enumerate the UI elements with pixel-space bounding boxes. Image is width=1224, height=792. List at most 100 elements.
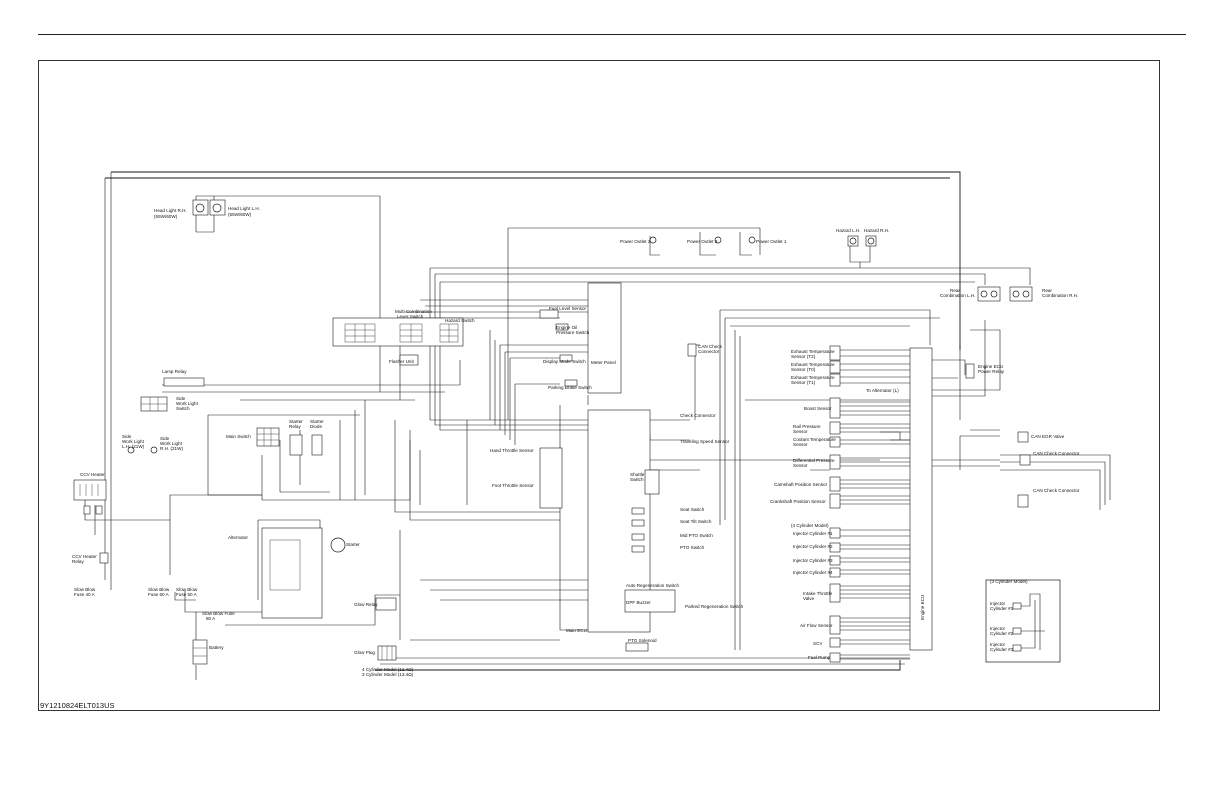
label-meter-panel: Meter Panel xyxy=(591,360,616,365)
label-traveling-speed-sensor: Traveling Speed Sensor xyxy=(680,439,730,444)
label-power-outlet-1: Power Outlet 1 xyxy=(756,239,787,244)
label-four-cylinder-model: (4 Cylinder Model) xyxy=(791,523,829,528)
label-shuttle-switch-2: Switch xyxy=(630,477,644,482)
label-can-egr-valve: CAN EGR Valve xyxy=(1031,434,1065,439)
label-can-check-connector-a: CAN Check Connector xyxy=(1033,451,1080,456)
component-main-ecu xyxy=(539,409,676,652)
label-glow-relay: Glow Relay xyxy=(354,602,378,607)
label-main-ecu: Main ECU xyxy=(566,628,587,633)
label-pto-switch: PTO Switch xyxy=(680,545,705,550)
label-rear-combination-rh-2: Combination R.H. xyxy=(1042,293,1078,298)
label-ccv-heater: CCV Heater xyxy=(80,472,105,477)
label-rear-combination-lh-2: Combination L.H. xyxy=(940,293,976,298)
label-side-work-switch-1: Side xyxy=(176,396,186,401)
label-glow-plug-note-1: 4 Cylinder Model (12.4Ω) xyxy=(362,667,414,672)
label-lamp-relay: Lamp Relay xyxy=(162,369,187,374)
label-intake-throttle-1: Intake Throttle xyxy=(803,591,833,596)
label-inset-injector-2-1: Injector xyxy=(990,626,1006,631)
label-rear-combination-lh-1: Rear xyxy=(950,288,960,293)
label-engine-oil-2: Pressure Switch xyxy=(556,330,590,335)
label-alternator: Alternator xyxy=(228,535,248,540)
label-hazard-rh: Hazard R.H. xyxy=(864,228,889,233)
component-head-lights xyxy=(192,199,226,216)
label-battery: Battery xyxy=(209,645,224,650)
label-parked-regeneration-switch: Parked Regeneration Switch xyxy=(685,604,744,609)
label-can-check-connector-b: CAN Check Connector xyxy=(1033,488,1080,493)
label-fuel-level-sensor: Fuel Level Sensor xyxy=(549,306,586,311)
label-dpf-buzzer: DPF Buzzer xyxy=(626,600,651,605)
label-boost-sensor: Boost Sensor xyxy=(804,406,832,411)
label-shuttle-switch-1: Shuttle xyxy=(630,472,645,477)
label-exhaust-t0-1: Exhaust Temperature xyxy=(791,362,835,367)
label-coolant-temp-1: Coolant Temperature xyxy=(793,437,836,442)
label-inset-injector-3-1: Injector xyxy=(990,642,1006,647)
label-inset-injector-2-2: Cylinder #2 xyxy=(990,631,1014,636)
label-rail-pressure-2: Sensor xyxy=(793,429,808,434)
component-meter-panel xyxy=(539,282,622,394)
label-injector-3: Injector Cylinder #3 xyxy=(793,558,833,563)
label-check-connector: Check Connector xyxy=(680,413,716,418)
label-side-lh-1: Side xyxy=(122,434,132,439)
label-injector-1: Injector Cylinder #1 xyxy=(793,531,833,536)
label-side-rh-1: Side xyxy=(160,436,170,441)
label-exhaust-t2-2: Sensor (T2) xyxy=(791,354,816,359)
component-hazard-lamps xyxy=(847,235,877,247)
label-pto-solenoid: PTO Solenoid xyxy=(628,638,657,643)
label-can-check-2: Connector xyxy=(698,349,720,354)
label-hand-throttle-sensor: Hand Throttle Sensor xyxy=(490,448,534,453)
label-exhaust-t2-1: Exhaust Temperature xyxy=(791,349,835,354)
label-side-work-switch-2: Work Light xyxy=(176,401,199,406)
label-parking-brake-switch: Parking Brake Switch xyxy=(548,385,592,390)
label-side-rh-3: R.H. (21W) xyxy=(160,446,183,451)
label-head-light-lh: Head Light L.H. xyxy=(228,206,260,211)
component-can-check xyxy=(687,343,697,357)
label-fuse-60-1: Slow Blow xyxy=(148,587,170,592)
component-rear-combination xyxy=(977,286,1033,302)
label-diff-pressure-1: Differential Pressure xyxy=(793,458,835,463)
label-exhaust-t1-2: Sensor (T1) xyxy=(791,380,816,385)
label-fuse-80-2: 80 A xyxy=(206,616,216,621)
document-code: 9Y1210824ELT013US xyxy=(40,701,115,710)
label-side-rh-2: Work Light xyxy=(160,441,183,446)
label-air-flow-sensor: Air Flow Sensor xyxy=(800,623,833,628)
label-flasher-unit: Flasher Unit xyxy=(389,359,414,364)
label-display-mode-switch: Display Mode Switch xyxy=(543,359,586,364)
header-rule xyxy=(38,34,1186,35)
label-head-light-rh-watt: (55W/60W) xyxy=(154,214,178,219)
label-glow-plug: Glow Plug xyxy=(354,650,375,655)
label-power-outlet-3: Power Outlet 3 xyxy=(687,239,718,244)
label-side-work-switch-3: Switch xyxy=(176,406,190,411)
label-starter-diode-1: Starter xyxy=(310,419,324,424)
label-main-switch: Main Switch xyxy=(226,434,251,439)
label-can-check-1: CAN Check xyxy=(698,344,723,349)
label-ecu-power-relay-2: Power Relay xyxy=(978,369,1005,374)
label-injector-4: Injector Cylinder #4 xyxy=(793,570,833,575)
label-inset-injector-3-2: Cylinder #3 xyxy=(990,647,1014,652)
label-auto-regeneration-switch: Auto Regeneration Switch xyxy=(626,583,680,588)
label-coolant-temp-2: Sensor xyxy=(793,442,808,447)
label-starter-relay-1: Starter xyxy=(289,419,303,424)
component-power-outlets xyxy=(649,236,756,244)
label-seat-switch: Seat Switch xyxy=(680,507,705,512)
label-fuse-40-2: Fuse 40 A xyxy=(74,592,96,597)
label-ccv-heater-relay-1: CCV Heater xyxy=(72,554,97,559)
component-lamp-relay xyxy=(127,377,205,454)
label-injector-2: Injector Cylinder #2 xyxy=(793,544,833,549)
label-multi-combination-1: Multi Combination xyxy=(395,309,432,314)
label-seat-tilt-switch: Seat Tilt Switch xyxy=(680,519,712,524)
label-fuse-50-2: Fuse 50 A xyxy=(176,592,198,597)
label-rail-pressure-1: Rail Pressure xyxy=(793,424,821,429)
label-head-light-lh-watt: (55W/60W) xyxy=(228,212,252,217)
diagram-frame xyxy=(38,60,1160,711)
label-starter-relay-2: Relay xyxy=(289,424,301,429)
label-foot-throttle-sensor: Foot Throttle Sensor xyxy=(492,483,534,488)
label-exhaust-t0-2: Sensor (T0) xyxy=(791,367,816,372)
label-side-lh-2: Work Light xyxy=(122,439,145,444)
label-head-light-rh: Head Light R.H. xyxy=(154,208,187,213)
component-battery-fuses xyxy=(192,597,397,665)
label-to-alternator: To Alternator (L) xyxy=(866,388,899,393)
label-side-lh-3: L.H. (21W) xyxy=(122,444,145,449)
label-mid-pto-switch: Mid PTO Switch xyxy=(680,533,713,538)
label-hazard-lh: Hazard L.H. xyxy=(836,228,861,233)
label-multi-combination-2: Lever Switch xyxy=(397,314,424,319)
